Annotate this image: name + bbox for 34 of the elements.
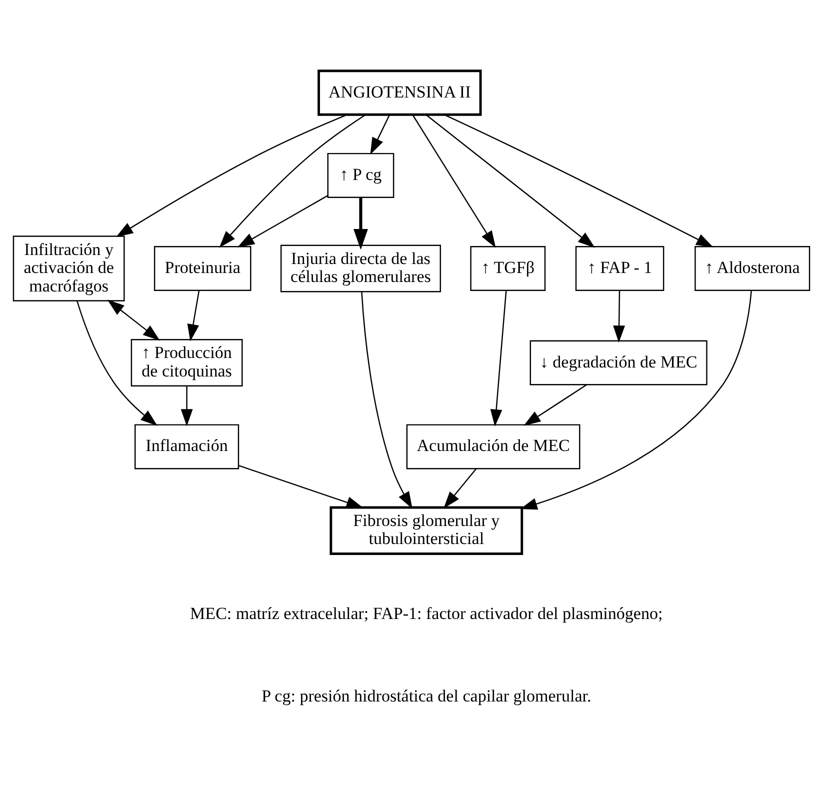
arrow bbox=[187, 290, 200, 341]
node-box: Fibrosis glomerular y tubulointersticial bbox=[330, 506, 524, 554]
node-box: ↑ P cg bbox=[327, 152, 394, 198]
arrow bbox=[180, 386, 193, 426]
node-box: ↑ TGFβ bbox=[470, 246, 546, 290]
arrow bbox=[490, 290, 507, 426]
arrow bbox=[412, 114, 496, 248]
arrow bbox=[613, 290, 625, 342]
node-box: Proteinuria bbox=[154, 246, 252, 290]
node-box: ↓ degradación de MEC bbox=[530, 340, 708, 385]
arrow bbox=[444, 114, 714, 247]
node-box: Injuria directa de las células glomerulares bbox=[280, 244, 441, 292]
arrow bbox=[107, 299, 160, 340]
arrow bbox=[76, 300, 158, 426]
node-box: ↑ Aldosterona bbox=[694, 246, 810, 290]
node-box: Infiltración y activación de macrófagos bbox=[12, 235, 125, 301]
arrow bbox=[238, 464, 364, 508]
arrow bbox=[219, 114, 366, 248]
arrow bbox=[444, 468, 477, 508]
arrow bbox=[353, 197, 368, 250]
label: P cg: presión hidrostática del capilar glomerular. bbox=[262, 686, 592, 706]
arrow bbox=[520, 290, 752, 510]
arrow bbox=[426, 114, 595, 248]
node-box: ↑ FAP - 1 bbox=[575, 246, 664, 290]
node-box: ANGIOTENSINA II bbox=[318, 69, 482, 116]
node-box: ↑ Producción de citoquinas bbox=[130, 338, 243, 386]
arrow bbox=[361, 291, 412, 508]
arrow bbox=[370, 114, 390, 154]
arrow bbox=[116, 114, 348, 237]
node-box: Acumulación de MEC bbox=[406, 424, 580, 469]
label: MEC: matríz extracelular; FAP-1: factor activador del plasminógeno; bbox=[190, 604, 663, 623]
arrow bbox=[524, 384, 587, 426]
arrow bbox=[237, 194, 328, 247]
node-box: Inflamación bbox=[134, 424, 240, 469]
